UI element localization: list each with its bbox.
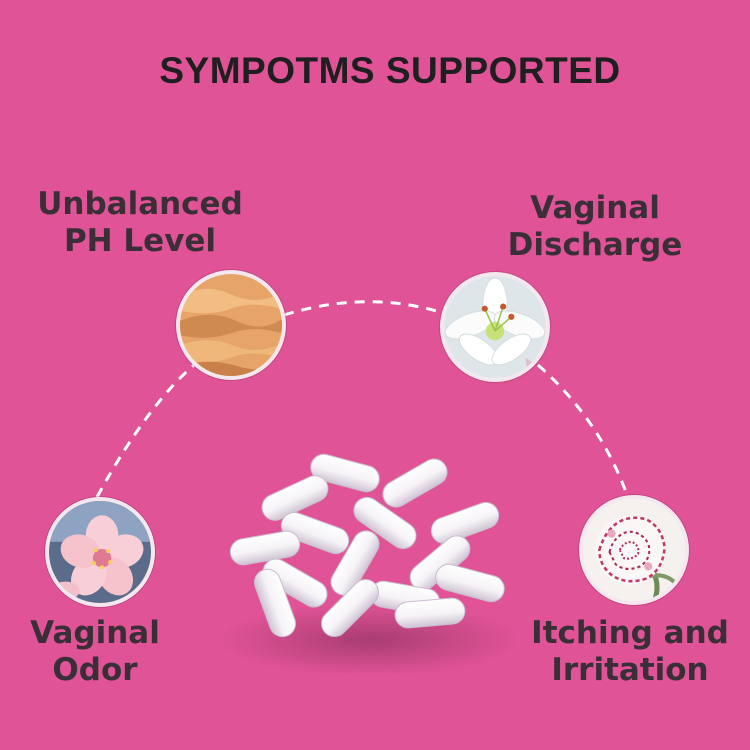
symptom-label-ph: Unbalanced PH Level — [37, 186, 243, 259]
white-capsule-pile-image — [220, 453, 520, 676]
symptom-label-odor: Vaginal Odor — [30, 615, 160, 688]
symptom-label-itch: Itching and Irritation — [531, 615, 729, 688]
carnation-flower-icon — [579, 495, 689, 605]
lily-flower-icon — [440, 272, 550, 382]
cherry-blossom-icon — [45, 497, 155, 607]
symptom-label-discharge: Vaginal Discharge — [507, 190, 683, 263]
page-title: SYMPOTMS SUPPORTED — [159, 50, 621, 91]
sand-dunes-icon — [176, 270, 286, 380]
